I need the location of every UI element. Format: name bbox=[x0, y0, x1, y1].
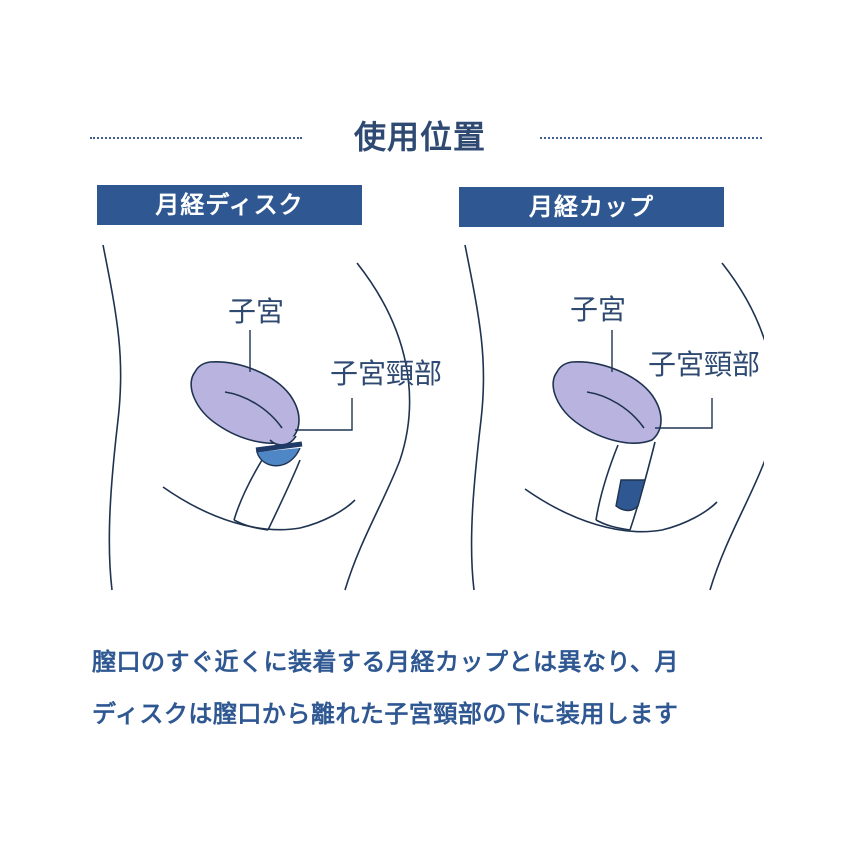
anatomy-illustrations bbox=[102, 244, 764, 591]
section-heading: 使用位置 bbox=[353, 118, 486, 156]
right-dotted-divider bbox=[540, 137, 764, 139]
cup-panel-title: 月経カップ bbox=[459, 187, 724, 227]
canal-base bbox=[595, 519, 631, 531]
pelvic-floor-curve bbox=[524, 488, 718, 533]
cup-anatomy-figure bbox=[464, 244, 764, 591]
uterus-body bbox=[190, 361, 300, 444]
cup-device bbox=[615, 479, 646, 512]
disc-panel-title: 月経ディスク bbox=[97, 185, 362, 225]
back-contour bbox=[102, 244, 122, 591]
uterus-inner-line bbox=[586, 391, 645, 429]
pelvic-floor-curve bbox=[162, 486, 356, 531]
content-area: 使用位置 月経ディスク 月経カップ bbox=[90, 118, 764, 728]
disc-uterus-label: 子宮 bbox=[228, 295, 285, 328]
front-contour bbox=[344, 262, 411, 591]
disc-anatomy-figure bbox=[102, 244, 411, 591]
description-line-2: ディスクは膣口から離れた子宮頸部の下に装用します bbox=[92, 700, 679, 728]
vaginal-canal-outer bbox=[595, 444, 619, 521]
canal-base bbox=[233, 519, 269, 531]
disc-cervix-label: 子宮頸部 bbox=[330, 357, 443, 390]
front-contour bbox=[709, 262, 764, 591]
cup-uterus-label: 子宮 bbox=[570, 293, 627, 326]
disc-rim bbox=[255, 441, 303, 453]
disc-cervix-leader bbox=[295, 398, 353, 431]
uterus-body bbox=[552, 361, 662, 444]
cup-cervix-label: 子宮頸部 bbox=[648, 348, 761, 381]
vaginal-canal-inner bbox=[267, 459, 301, 531]
cup-cervix-leader bbox=[655, 398, 713, 429]
vaginal-canal-outer bbox=[233, 459, 263, 521]
description-line-1: 膣口のすぐ近くに装着する月経カップとは異なり、月 bbox=[92, 648, 680, 676]
uterus-inner-line bbox=[224, 391, 283, 429]
disc-device bbox=[256, 447, 301, 467]
back-contour bbox=[464, 244, 485, 591]
left-dotted-divider bbox=[90, 137, 302, 139]
